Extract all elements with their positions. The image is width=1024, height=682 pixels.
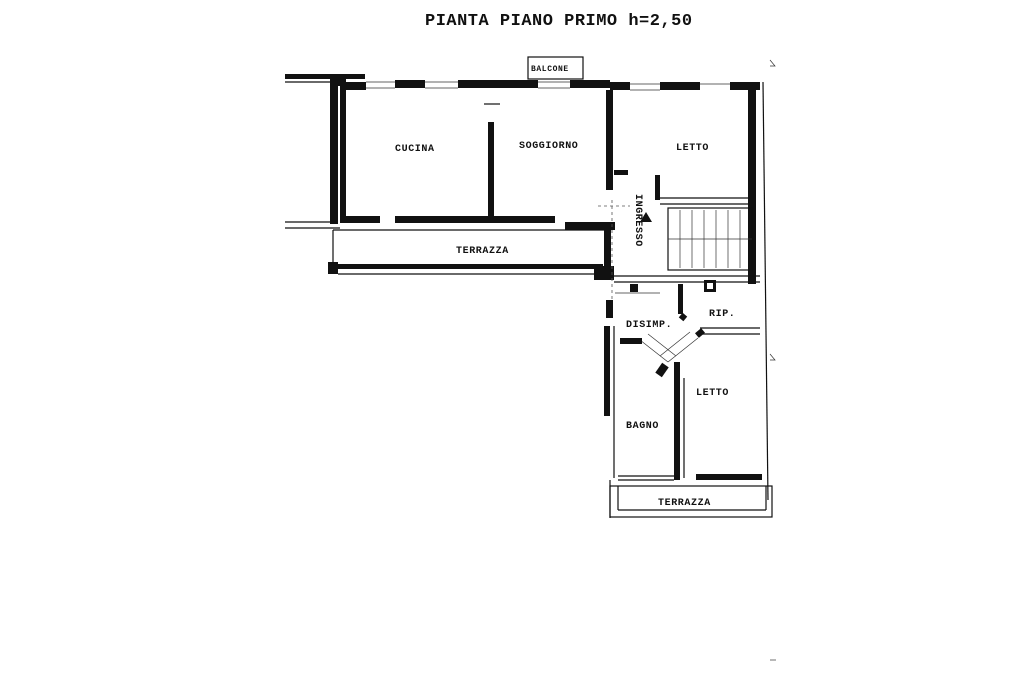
- room-label-cucina: CUCINA: [395, 144, 435, 155]
- room-label-letto-top: LETTO: [676, 143, 709, 154]
- room-label-terrazza-top: TERRAZZA: [456, 246, 509, 257]
- left-wing-walls: [285, 74, 628, 280]
- room-label-ingresso: INGRESSO: [632, 194, 643, 247]
- balcony: BALCONE: [527, 56, 584, 80]
- room-label-letto-bottom: LETTO: [696, 388, 729, 399]
- room-label-soggiorno: SOGGIORNO: [519, 141, 578, 152]
- room-label-disimpegno: DISIMP.: [626, 320, 672, 331]
- corner-marks: [769, 59, 776, 661]
- room-label-balcone: BALCONE: [531, 65, 569, 74]
- plan-title: PIANTA PIANO PRIMO h=2,50: [425, 12, 693, 31]
- room-label-terrazza-bottom: TERRAZZA: [658, 498, 711, 509]
- room-label-bagno: BAGNO: [626, 421, 659, 432]
- room-label-ripostiglio: RIP.: [709, 309, 735, 320]
- right-wing-walls: [604, 81, 773, 518]
